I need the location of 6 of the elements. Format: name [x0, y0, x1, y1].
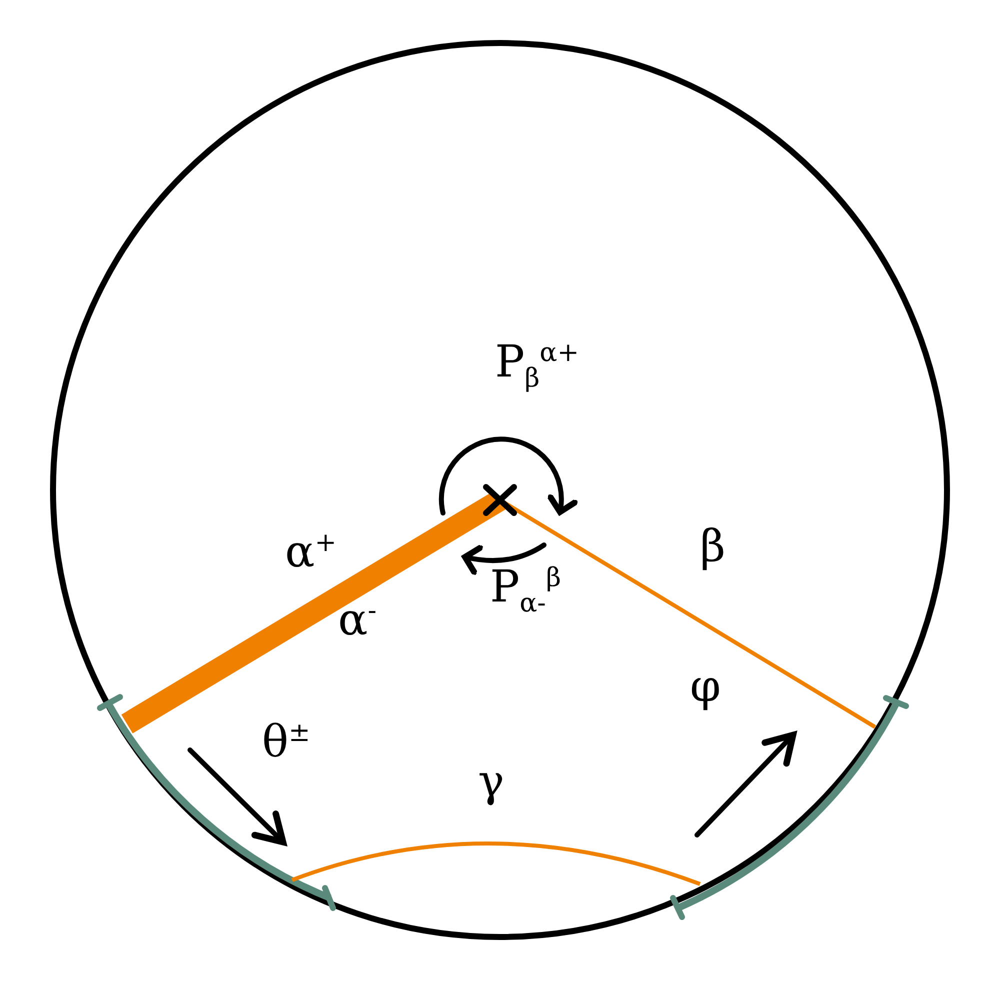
math-label: α$^{-}$	[338, 598, 377, 643]
math-label: β	[700, 525, 726, 569]
math-label: θ$^{±}$	[262, 720, 310, 765]
math-label: φ	[690, 665, 721, 709]
math-label: α$^{+}$	[285, 530, 337, 575]
math-label: γ	[478, 760, 504, 804]
